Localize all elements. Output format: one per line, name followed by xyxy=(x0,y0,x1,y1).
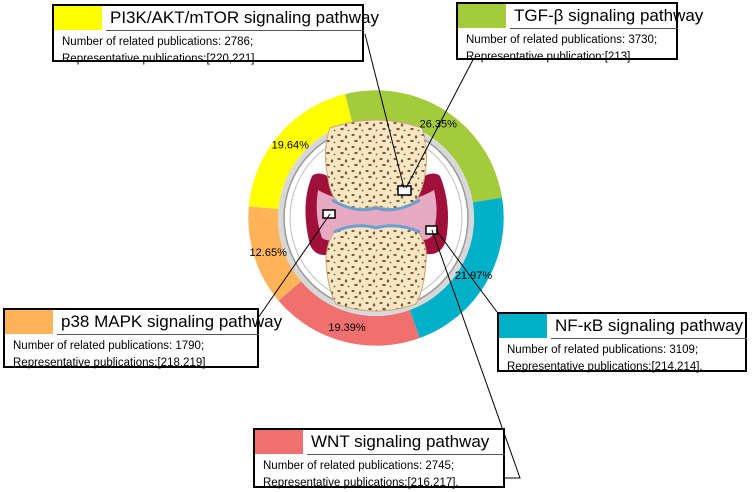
connector-pi3k xyxy=(364,33,405,189)
ring-segment-pi3k xyxy=(248,93,353,209)
pct-label-pi3k: 19.64% xyxy=(272,139,310,151)
upper-cartilage xyxy=(331,198,421,212)
card-tgf: TGF-β signaling pathway Number of relate… xyxy=(456,2,703,63)
pct-label-nfkb: 21.97% xyxy=(455,270,493,282)
card-wnt: WNT signaling pathway Number of related … xyxy=(253,428,505,489)
swatch-tgf xyxy=(458,4,506,28)
lower-bone xyxy=(325,225,427,312)
title-p38: p38 MAPK signaling pathway xyxy=(61,312,283,331)
percent-labels: 26.35% 21.97% 19.39% 12.65% 19.64% xyxy=(250,119,493,335)
count-pi3k: Number of related publications: 2786; xyxy=(62,36,254,48)
card-pi3k: PI3K/AKT/mTOR signaling pathway Number o… xyxy=(52,4,379,65)
lower-cartilage xyxy=(333,224,421,234)
pct-label-wnt: 19.39% xyxy=(328,322,366,334)
connector-lines xyxy=(257,33,521,479)
connector-wnt xyxy=(431,229,521,479)
title-tgf: TGF-β signaling pathway xyxy=(514,6,704,25)
ring-segment-tgf xyxy=(345,90,503,203)
ring-segment-p38 xyxy=(248,206,302,301)
pubs-pi3k: Representative publications:[220,221]. xyxy=(62,53,258,65)
connector-p38 xyxy=(257,213,331,319)
connector-tgf xyxy=(405,53,477,189)
pct-label-tgf: 26.35% xyxy=(420,119,458,131)
marker-left xyxy=(322,209,336,219)
pct-label-p38: 12.65% xyxy=(250,247,288,259)
title-pi3k: PI3K/AKT/mTOR signaling pathway xyxy=(110,8,379,27)
pathway-ring xyxy=(247,89,505,347)
count-wnt: Number of related publications: 2745; xyxy=(263,460,455,472)
card-nfkb: NF-κB signaling pathway Number of relate… xyxy=(497,312,747,373)
count-p38: Number of related publications: 1790; xyxy=(13,340,205,352)
card-p38: p38 MAPK signaling pathway Number of rel… xyxy=(3,308,282,369)
connector-nfkb xyxy=(435,229,498,313)
title-nfkb: NF-κB signaling pathway xyxy=(555,316,744,335)
title-wnt: WNT signaling pathway xyxy=(311,432,490,451)
pubs-p38: Representative publications:[218,219] xyxy=(13,357,206,369)
swatch-pi3k xyxy=(54,6,102,30)
swatch-nfkb xyxy=(499,314,547,338)
count-nfkb: Number of related publications: 3109; xyxy=(507,344,699,356)
knee-joint-illustration xyxy=(278,119,474,316)
marker-upper xyxy=(397,185,412,196)
swatch-wnt xyxy=(255,430,303,454)
swatch-p38 xyxy=(5,310,53,334)
count-tgf: Number of related publications: 3730; xyxy=(466,34,658,46)
ring-segment-nfkb xyxy=(409,197,505,339)
pubs-tgf: Representative publication:[213]. xyxy=(466,51,634,63)
ring-segment-wnt xyxy=(278,281,420,346)
pubs-wnt: Representative publications:[216,217]. xyxy=(263,477,459,489)
pubs-nfkb: Representative publications:[214,214]. xyxy=(507,361,703,373)
ring-outline xyxy=(247,89,505,347)
marker-right xyxy=(425,225,438,235)
